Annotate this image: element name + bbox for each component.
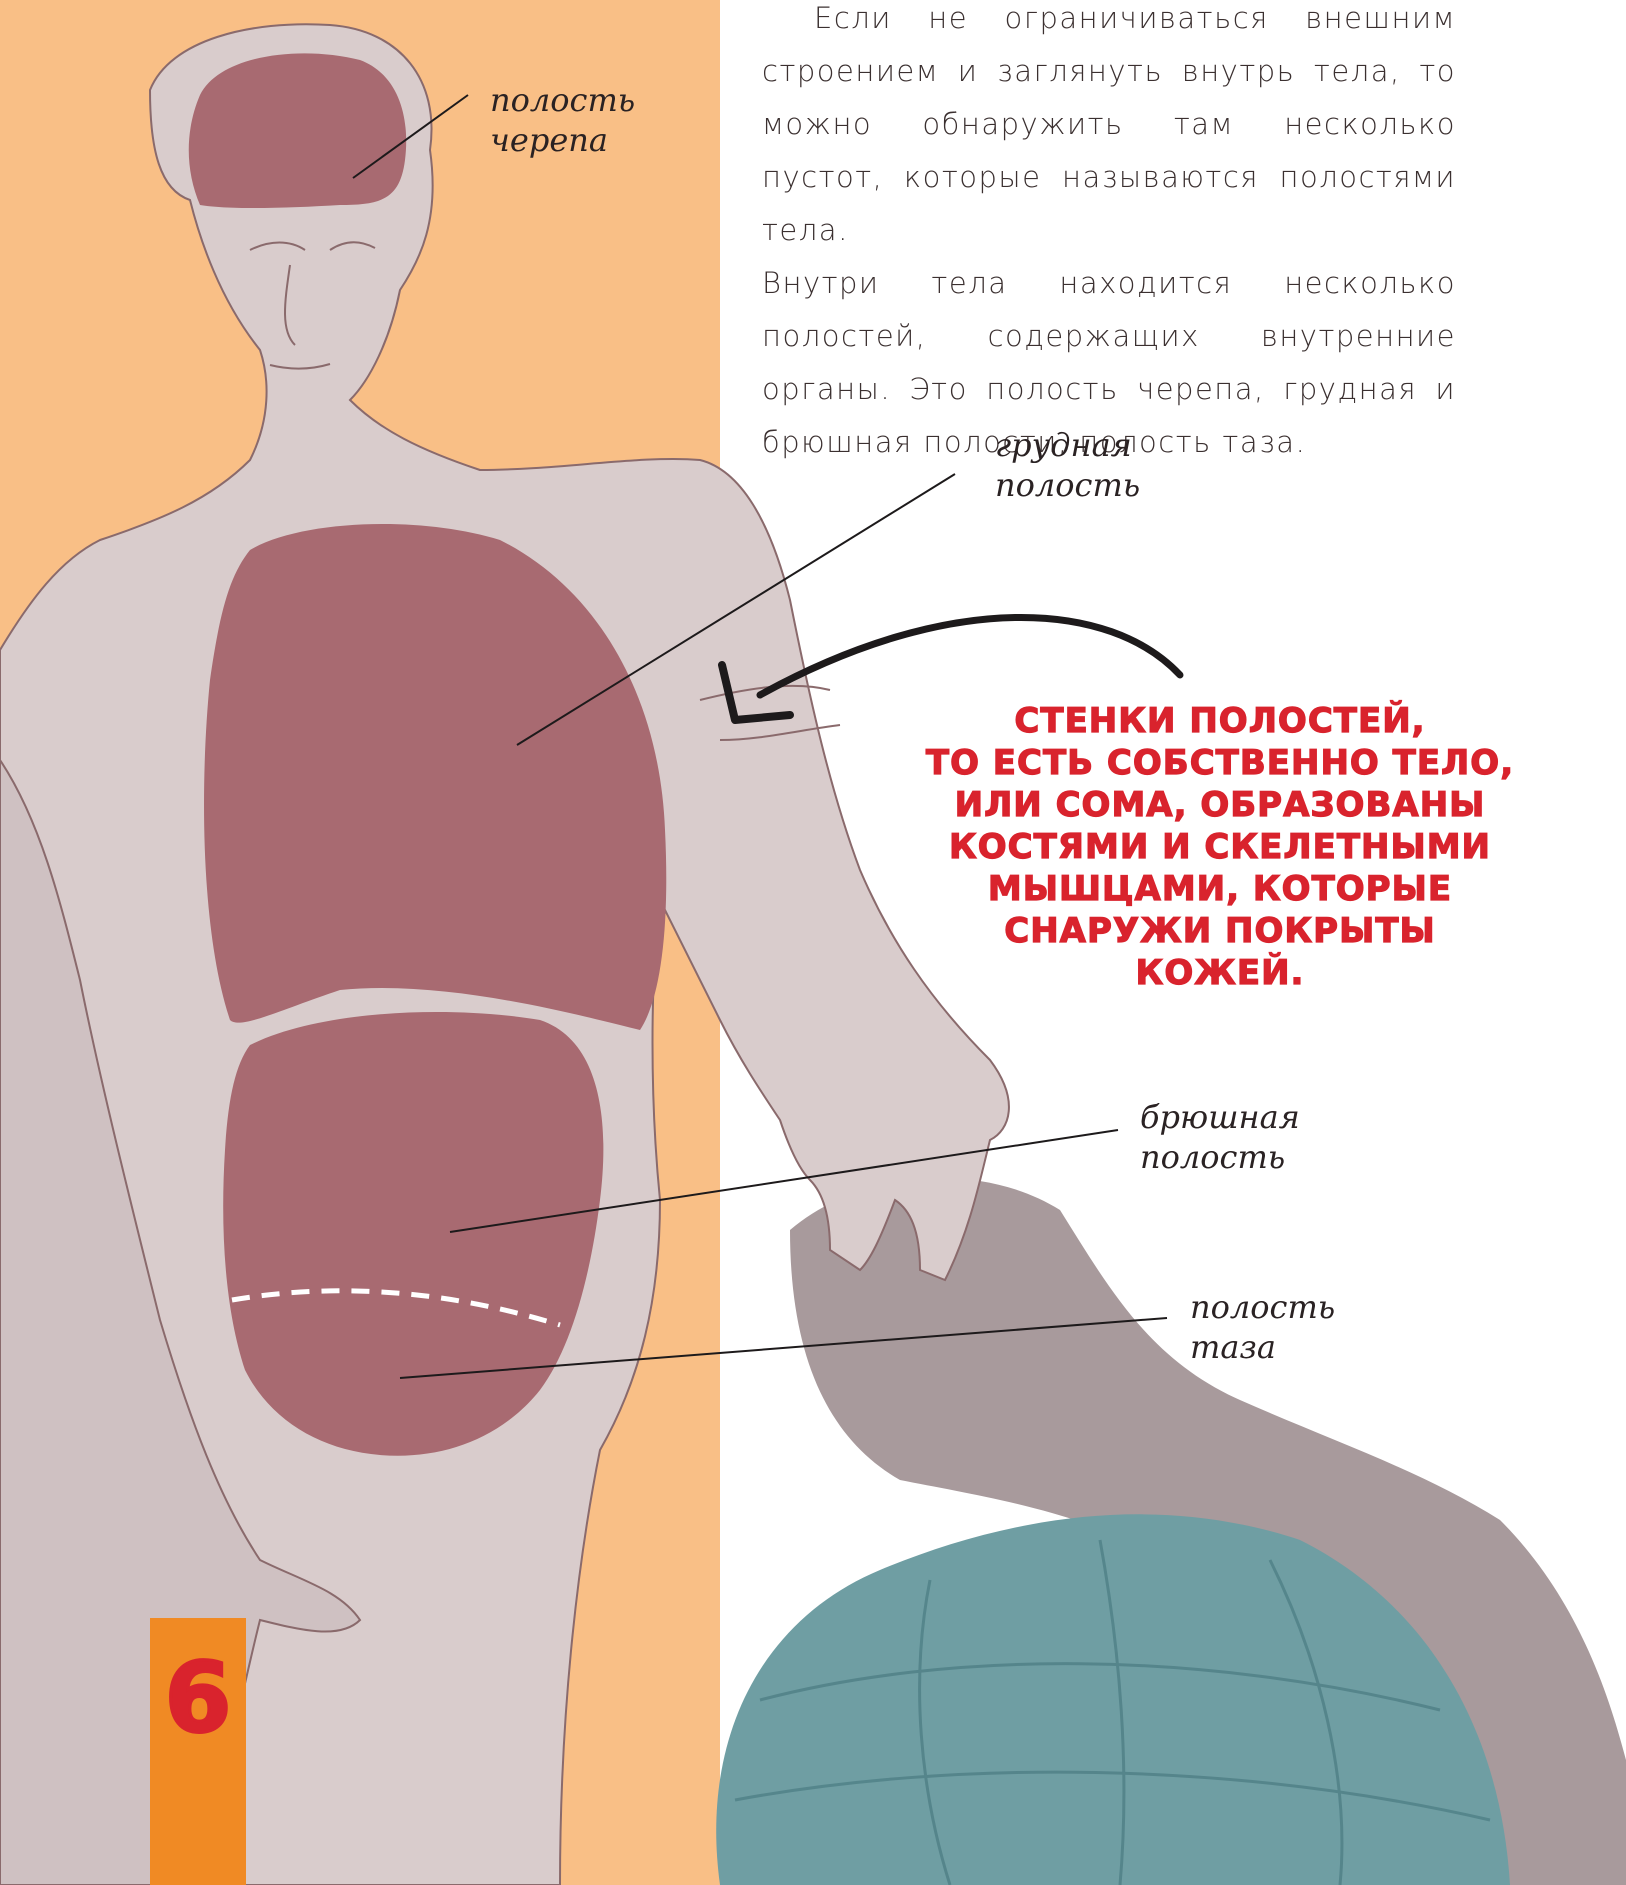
arrow-curve [760,617,1180,695]
page-number: 6 [150,1648,246,1748]
callout-text: СТЕНКИ ПОЛОСТЕЙ, ТО ЕСТЬ СОБСТВЕННО ТЕЛО… [870,700,1570,994]
page-number-tab: 6 [150,1618,246,1885]
label-abdominal-cavity: брюшная полость [1140,1097,1300,1177]
label-cranial-cavity: полость черепа [490,80,635,160]
cranial-cavity [189,53,406,208]
intro-text: Если не ограничиваться внешним строе­ние… [762,0,1456,469]
label-thoracic-cavity: грудная полость [995,425,1140,505]
label-pelvic-cavity: полость таза [1190,1287,1335,1367]
intro-paragraph-1: Если не ограничиваться внешним строе­ние… [762,0,1456,257]
